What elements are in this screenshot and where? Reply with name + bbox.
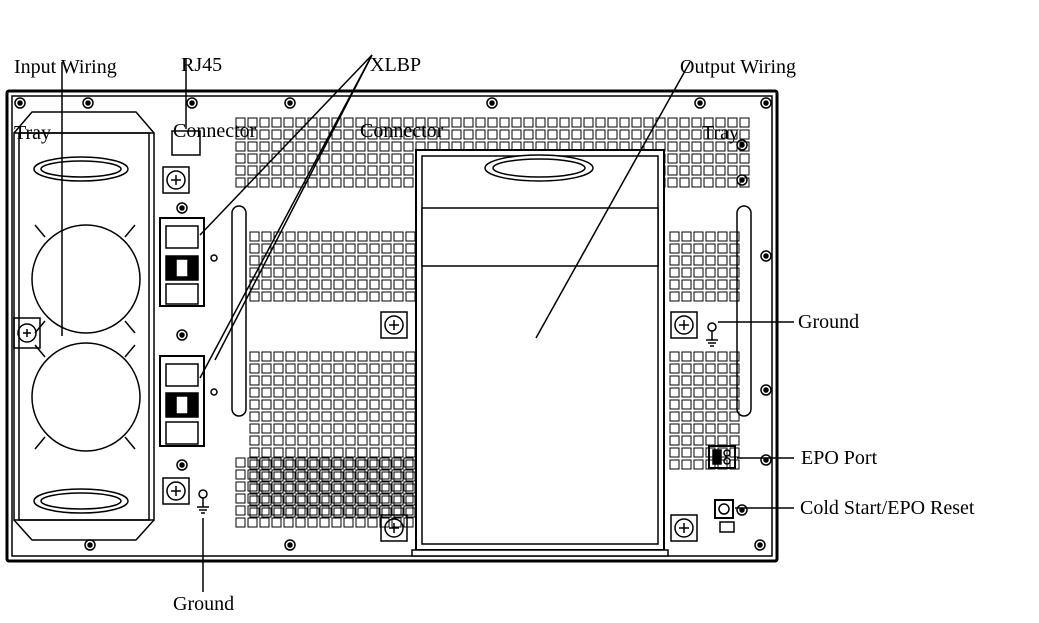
cold-start-button	[714, 499, 735, 533]
input-fan-top	[31, 224, 141, 334]
leader-lines	[61, 54, 794, 592]
label-output-wiring-tray-line2: Tray	[702, 122, 740, 144]
label-output-wiring-tray: Output Wiring Tray	[680, 12, 796, 188]
xlbp-connector-bottom	[159, 355, 218, 447]
chassis-outline	[5, 89, 779, 563]
rj45-port	[171, 130, 201, 156]
input-fan-bottom	[31, 342, 141, 452]
output-wiring-tray-module	[411, 149, 669, 557]
screws	[14, 97, 772, 551]
label-input-wiring-tray: Input Wiring Tray	[14, 12, 117, 188]
label-cold-start-epo-reset: Cold Start/EPO Reset	[800, 497, 975, 519]
input-wiring-tray-module	[13, 111, 155, 541]
label-ground-right: Ground	[798, 311, 860, 333]
label-rj45-line1: RJ45	[181, 54, 223, 76]
ground-symbol-right	[706, 322, 718, 347]
label-rj45-connector: RJ45 Connector	[173, 10, 256, 186]
xlbp-connector-top	[159, 217, 218, 307]
label-rj45-line2: Connector	[173, 120, 257, 142]
label-xlbp-connector: XLBP Connector	[360, 10, 443, 186]
label-xlbp-line2: Connector	[360, 120, 444, 142]
ground-symbol-bottom	[197, 489, 209, 514]
label-xlbp-line1: XLBP	[370, 54, 422, 76]
label-input-wiring-tray-line1: Input Wiring	[14, 56, 117, 78]
label-ground-bottom: Ground	[173, 593, 235, 615]
label-output-wiring-tray-line1: Output Wiring	[680, 56, 797, 78]
chassis-inner-outline	[11, 95, 773, 557]
epo-port	[708, 445, 736, 469]
label-epo-port: EPO Port	[801, 447, 878, 469]
label-input-wiring-tray-line2: Tray	[14, 122, 52, 144]
